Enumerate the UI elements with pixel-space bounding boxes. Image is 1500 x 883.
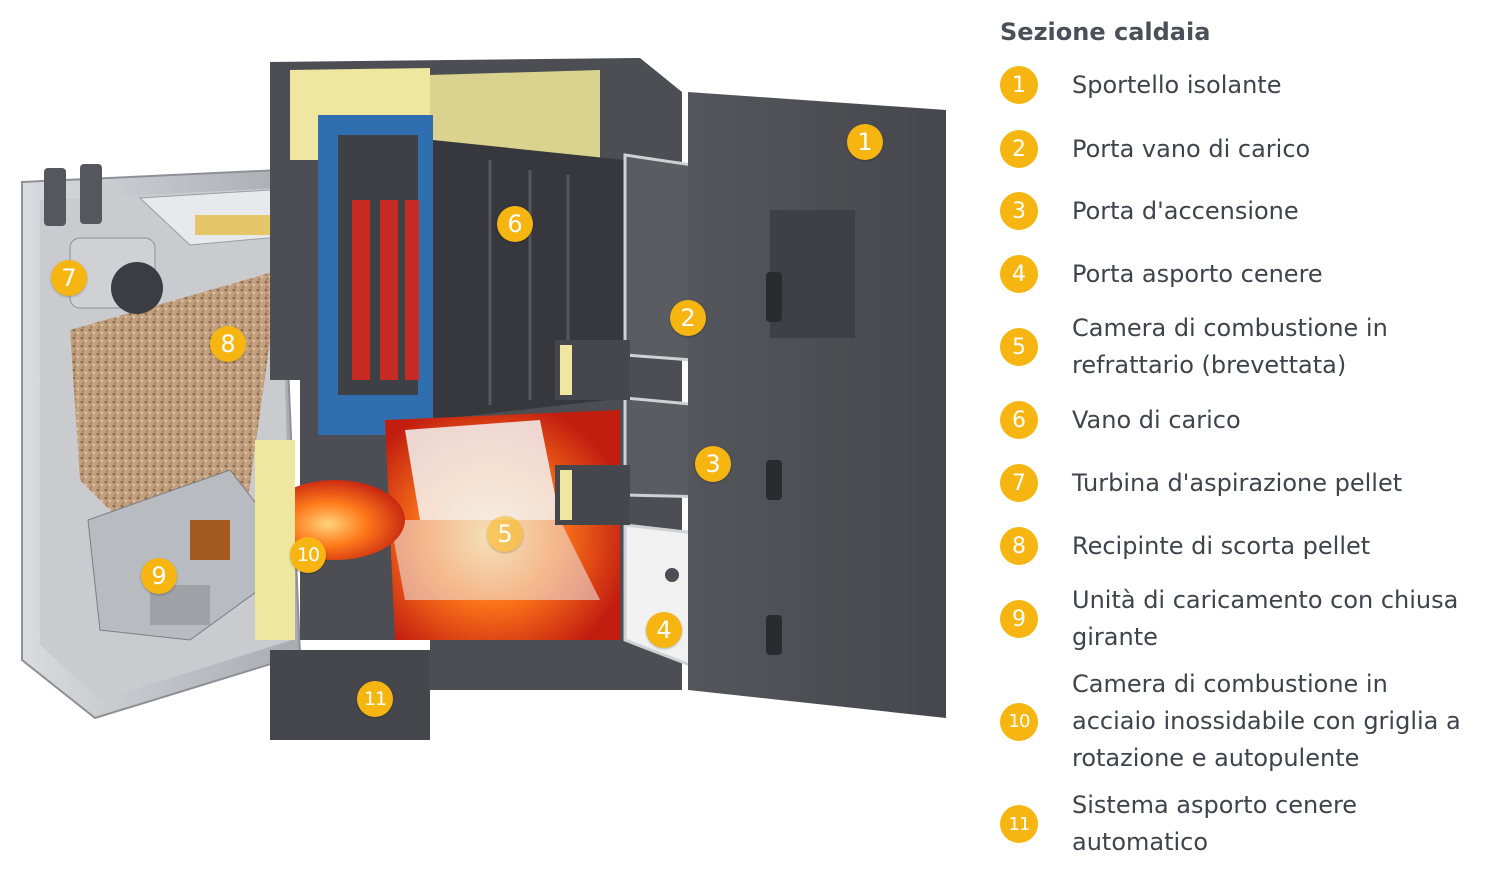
boiler-cutaway-drawing: [21, 58, 946, 740]
callout-10: 10: [290, 537, 326, 573]
legend-badge: 6: [1000, 401, 1038, 439]
legend-label: Sportello isolante: [1072, 70, 1282, 99]
legend-item: 10 Camera di combustione in acciaio inos…: [1000, 666, 1490, 777]
legend-item: 8 Recipinte di scorta pellet: [1000, 527, 1490, 565]
legend-label: Camera di combustione in refrattario (br…: [1072, 314, 1388, 379]
callout-6: 6: [497, 206, 533, 242]
ash-container: [270, 650, 430, 740]
legend-badge: 3: [1000, 192, 1038, 230]
legend-label: Vano di carico: [1072, 405, 1241, 434]
boiler-body: [255, 58, 682, 690]
legend-badge: 1: [1000, 66, 1038, 104]
legend-item: 1 Sportello isolante: [1000, 66, 1490, 104]
legend-badge: 9: [1000, 600, 1038, 638]
legend-badge: 11: [1000, 805, 1038, 843]
legend-badge: 7: [1000, 464, 1038, 502]
legend-label: Porta vano di carico: [1072, 134, 1311, 163]
legend-item: 5 Camera di combustione in refrattario (…: [1000, 310, 1490, 384]
insulated-outer-door: [688, 92, 946, 718]
legend-item: 7 Turbina d'aspirazione pellet: [1000, 464, 1490, 502]
callout-4: 4: [646, 612, 682, 648]
suction-turbine: [69, 237, 163, 314]
legend-label: Recipinte di scorta pellet: [1072, 531, 1371, 560]
legend-label: Porta asporto cenere: [1072, 259, 1323, 288]
callout-7: 7: [51, 260, 87, 296]
legend-badge: 2: [1000, 130, 1038, 168]
legend-label: Sistema asporto cenere automatico: [1072, 791, 1358, 856]
legend-badge: 8: [1000, 527, 1038, 565]
legend-label: Porta d'accensione: [1072, 196, 1299, 225]
callout-5: 5: [487, 516, 523, 552]
legend-item: 9 Unità di caricamento con chiusa girant…: [1000, 582, 1490, 656]
feed-unit: [87, 469, 430, 740]
legend-item: 4 Porta asporto cenere: [1000, 255, 1490, 293]
legend-title: Sezione caldaia: [1000, 18, 1211, 46]
callout-2: 2: [670, 300, 706, 336]
legend-badge: 10: [1000, 702, 1038, 741]
legend-item: 6 Vano di carico: [1000, 401, 1490, 439]
legend-item: 11 Sistema asporto cenere automatico: [1000, 787, 1490, 861]
legend-item: 3 Porta d'accensione: [1000, 192, 1490, 230]
callout-3: 3: [695, 446, 731, 482]
legend: Sezione caldaia 1 Sportello isolante 2 P…: [1000, 14, 1490, 856]
heat-exchanger-tubes: [352, 200, 419, 380]
callout-1: 1: [847, 124, 883, 160]
legend-label: Turbina d'aspirazione pellet: [1072, 468, 1403, 497]
callout-11: 11: [357, 681, 393, 717]
boiler-cutaway-illustration: 1 2 3 4 5 6 7 8 9 10 11: [21, 58, 946, 740]
legend-badge: 5: [1000, 328, 1038, 366]
legend-badge: 4: [1000, 255, 1038, 293]
legend-item: 2 Porta vano di carico: [1000, 130, 1490, 168]
legend-label: Unità di caricamento con chiusa girante: [1072, 586, 1459, 651]
legend-label: Camera di combustione in acciaio inossid…: [1072, 670, 1461, 772]
callout-8: 8: [210, 326, 246, 362]
callout-9: 9: [141, 558, 177, 594]
